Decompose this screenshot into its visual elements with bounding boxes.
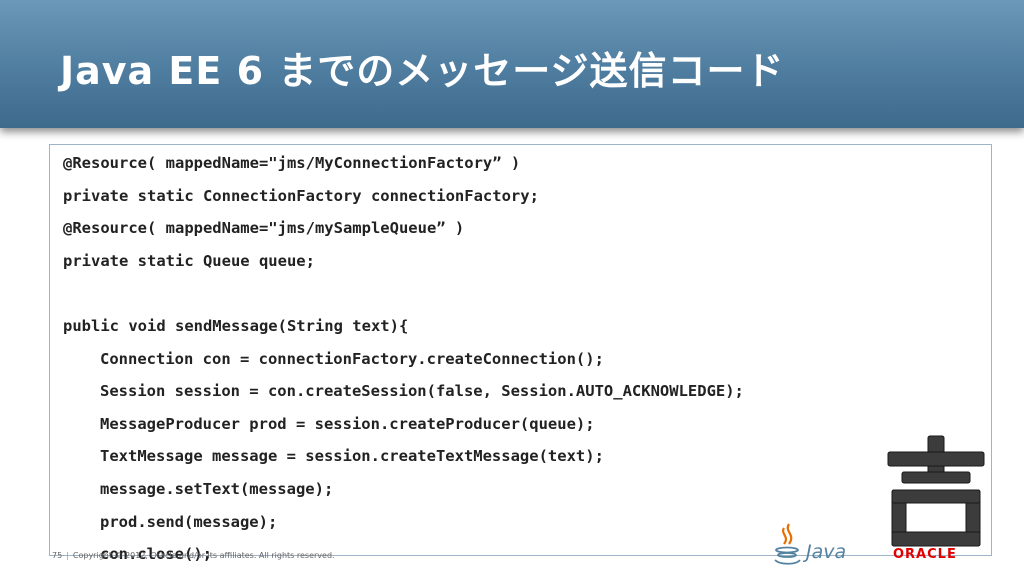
code-line: private static ConnectionFactory connect…	[63, 186, 539, 205]
page-number: 75	[52, 551, 63, 560]
code-line: Connection con = connectionFactory.creat…	[100, 349, 604, 368]
code-line: @Resource( mappedName="jms/MyConnectionF…	[63, 154, 521, 172]
code-line: Session session = con.createSession(fals…	[100, 382, 744, 401]
oracle-logo: ORACLE	[893, 547, 957, 562]
code-line: message.setText(message);	[100, 479, 334, 498]
slide-header: Java EE 6 までのメッセージ送信コード	[0, 0, 1024, 128]
code-block: @Resource( mappedName="jms/MyConnectionF…	[63, 147, 963, 571]
code-line: MessageProducer prod = session.createPro…	[100, 414, 595, 433]
footer-separator: |	[66, 551, 69, 560]
java-logo-icon: Java	[774, 523, 846, 565]
java-wordmark: Java	[802, 541, 846, 563]
copyright-text: Copyright © 2012, Oracle and/or its affi…	[72, 551, 335, 560]
code-line-blank	[63, 277, 963, 310]
code-line: private static Queue queue;	[63, 251, 315, 270]
code-line: con.close();	[100, 545, 212, 564]
code-line: @Resource( mappedName="jms/mySampleQueue…	[63, 219, 465, 238]
kichi-stamp-icon	[887, 435, 985, 547]
code-line: prod.send(message);	[100, 512, 278, 531]
code-line: public void sendMessage(String text){	[63, 316, 409, 335]
code-box	[49, 144, 992, 556]
slide-footer: 75|Copyright © 2012, Oracle and/or its a…	[52, 551, 335, 560]
slide-title: Java EE 6 までのメッセージ送信コード	[60, 49, 785, 93]
code-line: TextMessage message = session.createText…	[100, 447, 604, 466]
